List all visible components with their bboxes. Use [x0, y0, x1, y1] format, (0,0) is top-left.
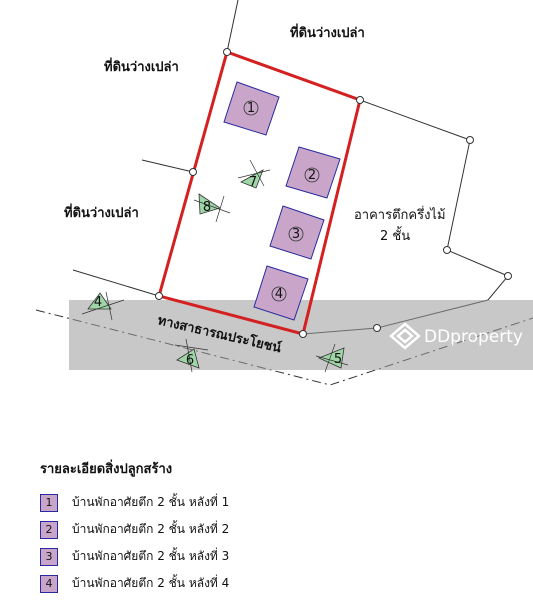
- legend-item-2: 2 บ้านพักอาศัยตึก 2 ชั้น หลังที่ 2: [40, 516, 500, 543]
- house-1: 1: [223, 81, 280, 136]
- legend-text-4: บ้านพักอาศัยตึก 2 ชั้น หลังที่ 4: [72, 576, 230, 590]
- marker-8-number: 8: [203, 200, 211, 215]
- legend-item-4: 4 บ้านพักอาศัยตึก 2 ชั้น หลังที่ 4: [40, 570, 500, 597]
- marker-5: 5: [315, 343, 349, 373]
- house-2-number: 2: [308, 168, 316, 183]
- legend-text-2: บ้านพักอาศัยตึก 2 ชั้น หลังที่ 2: [72, 522, 230, 536]
- label-building-line1: อาคารตึกครึ่งไม้: [354, 206, 446, 223]
- marker-5-number: 5: [334, 352, 342, 367]
- marker-7: 7: [237, 159, 271, 190]
- legend-text-1: บ้านพักอาศัยตึก 2 ชั้น หลังที่ 1: [72, 495, 230, 509]
- legend-title: รายละเอียดสิ่งปลูกสร้าง: [40, 462, 173, 477]
- marker-4-number: 4: [94, 295, 102, 310]
- legend-swatch-3: 3: [40, 547, 58, 566]
- legend-swatch-2: 2: [40, 520, 58, 539]
- house-2: 2: [285, 146, 341, 199]
- house-1-number: 1: [247, 101, 255, 116]
- label-vacant-top: ที่ดินว่างเปล่า: [290, 23, 365, 41]
- legend: รายละเอียดสิ่งปลูกสร้าง 1 บ้านพักอาศัยตึ…: [40, 458, 500, 597]
- house-4-number: 4: [275, 287, 283, 302]
- label-vacant-left: ที่ดินว่างเปล่า: [64, 203, 139, 221]
- legend-text-3: บ้านพักอาศัยตึก 2 ชั้น หลังที่ 3: [72, 549, 230, 563]
- survey-points: [155, 48, 512, 338]
- site-map: ทางสาธารณประโยชน์ 1 2 3 4 7 8 4: [35, 0, 533, 386]
- legend-swatch-4: 4: [40, 574, 58, 593]
- marker-4: 4: [81, 291, 125, 321]
- house-3-number: 3: [292, 227, 300, 242]
- house-4: 4: [253, 265, 309, 321]
- marker-7-number: 7: [249, 175, 257, 190]
- marker-6-number: 6: [186, 353, 194, 368]
- house-logo-icon: [389, 322, 421, 350]
- legend-swatch-1: 1: [40, 493, 58, 512]
- watermark-text: DDproperty: [424, 327, 523, 347]
- legend-item-1: 1 บ้านพักอาศัยตึก 2 ชั้น หลังที่ 1: [40, 489, 500, 516]
- marker-6: 6: [174, 338, 209, 373]
- ddproperty-watermark: DDproperty: [389, 322, 523, 350]
- label-building-line2: 2 ชั้น: [380, 226, 410, 244]
- marker-8: 8: [193, 193, 231, 223]
- house-3: 3: [269, 205, 325, 260]
- label-vacant-upper-left: ที่ดินว่างเปล่า: [104, 57, 179, 75]
- legend-item-3: 3 บ้านพักอาศัยตึก 2 ชั้น หลังที่ 3: [40, 543, 500, 570]
